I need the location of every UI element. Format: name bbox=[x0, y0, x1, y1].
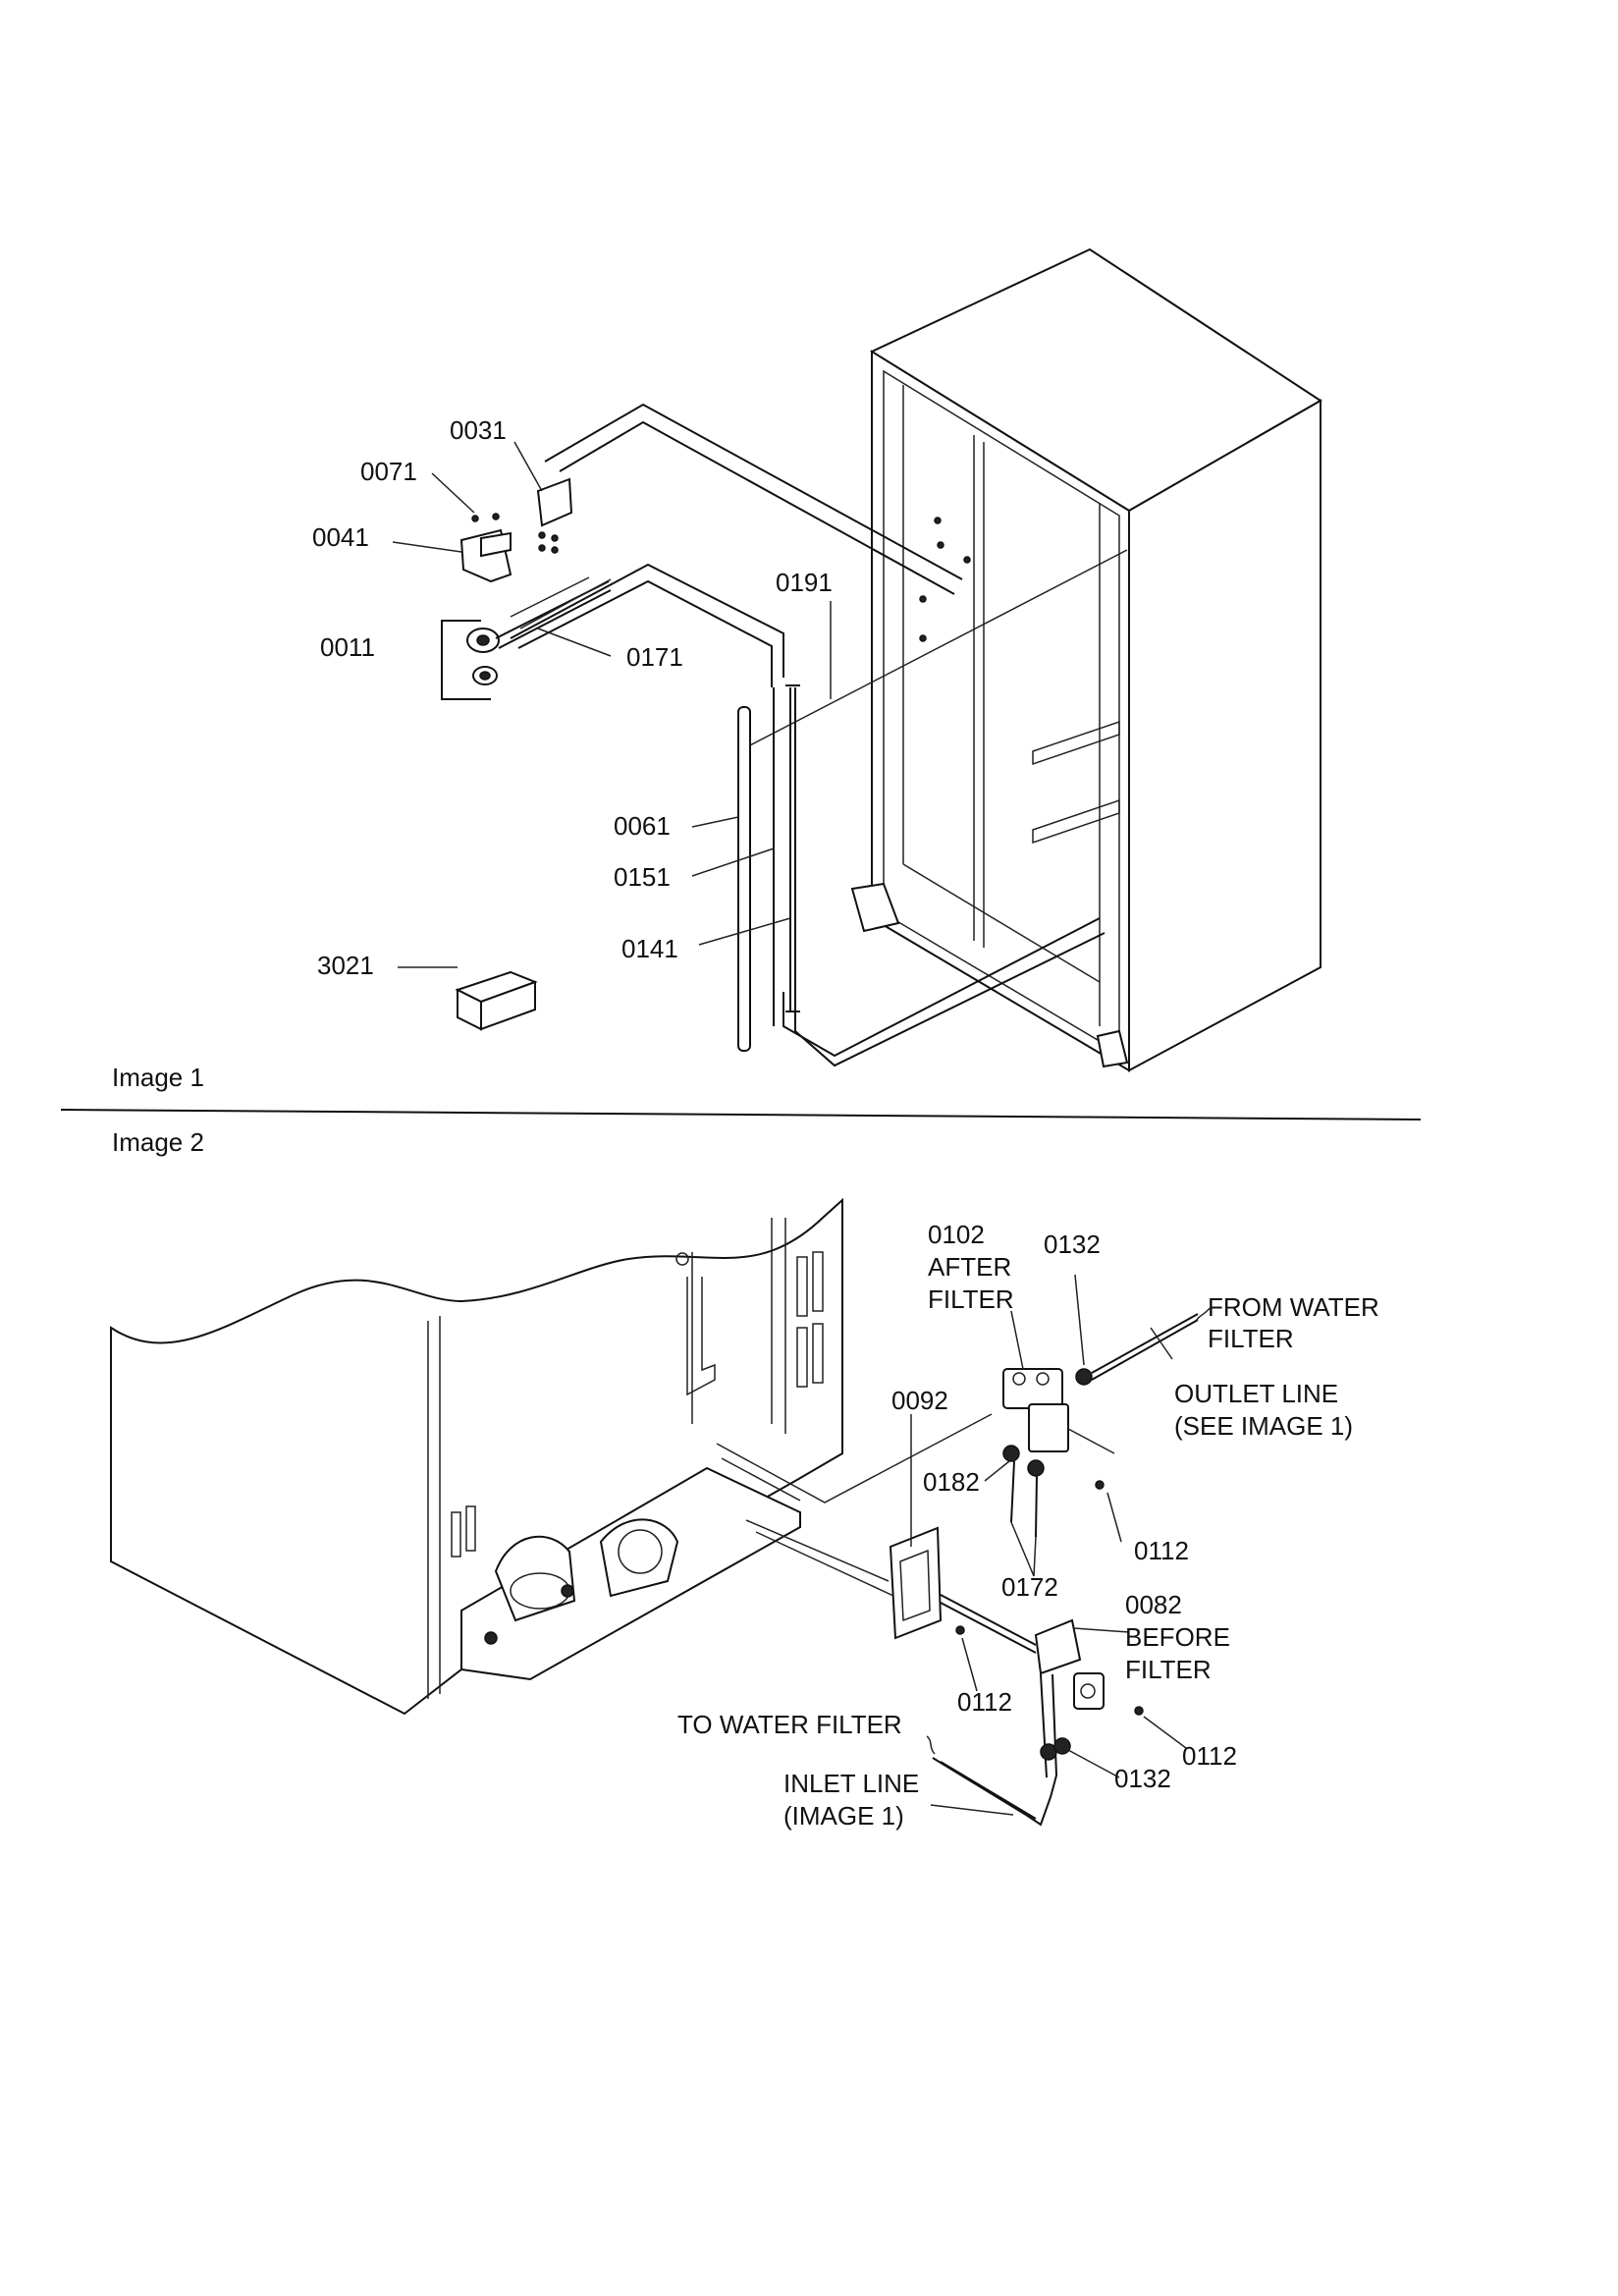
callout-0011: 0011 bbox=[320, 632, 375, 662]
refrigerator-cabinet bbox=[850, 247, 1322, 1072]
callout-filter-from: FILTER bbox=[1208, 1324, 1294, 1353]
part-3021-box bbox=[455, 970, 538, 1031]
callout-outlet-line: OUTLET LINE bbox=[1174, 1379, 1338, 1408]
image1-leader-lines bbox=[392, 441, 832, 968]
image1-caption: Image 1 bbox=[112, 1063, 204, 1092]
image1-callouts: 0031 0071 0041 0011 0171 0191 0061 0151 … bbox=[312, 415, 833, 980]
dispenser-valve-assembly bbox=[441, 477, 612, 700]
callout-see-image1: (SEE IMAGE 1) bbox=[1174, 1411, 1353, 1441]
callout-filter-after: FILTER bbox=[928, 1285, 1014, 1314]
callout-0151: 0151 bbox=[614, 862, 671, 892]
callout-image1-ref: (IMAGE 1) bbox=[783, 1801, 904, 1831]
valve-0082-before-filter bbox=[932, 1594, 1144, 1827]
callout-0171: 0171 bbox=[626, 642, 683, 672]
callout-0112-right: 0112 bbox=[1182, 1741, 1237, 1771]
callout-0031: 0031 bbox=[450, 415, 507, 445]
valve-0102-after-filter bbox=[1002, 1313, 1199, 1538]
callout-before: BEFORE bbox=[1125, 1622, 1230, 1652]
bracket-0092 bbox=[889, 1526, 943, 1640]
callout-to-water-filter: TO WATER FILTER bbox=[677, 1710, 902, 1739]
dispenser-tubes bbox=[737, 684, 800, 1052]
callout-0141: 0141 bbox=[621, 934, 678, 963]
callout-0071: 0071 bbox=[360, 457, 417, 486]
callout-0132-upper: 0132 bbox=[1044, 1230, 1101, 1259]
cabinet-rear-lower bbox=[110, 1197, 993, 1716]
callout-0112-upper: 0112 bbox=[1134, 1536, 1189, 1565]
callout-0191: 0191 bbox=[776, 568, 833, 597]
callout-after: AFTER bbox=[928, 1252, 1011, 1282]
callout-0082: 0082 bbox=[1125, 1590, 1182, 1619]
callout-0132-lower: 0132 bbox=[1114, 1764, 1171, 1793]
section-divider bbox=[60, 1109, 1422, 1121]
callout-from-water: FROM WATER bbox=[1208, 1292, 1379, 1322]
callout-0102: 0102 bbox=[928, 1220, 985, 1249]
callout-3021: 3021 bbox=[317, 951, 374, 980]
water-tube-routes bbox=[510, 403, 1128, 1067]
callout-inlet-line: INLET LINE bbox=[783, 1769, 919, 1798]
callout-0112-left: 0112 bbox=[957, 1687, 1012, 1717]
callout-0041: 0041 bbox=[312, 522, 369, 552]
callout-0172: 0172 bbox=[1001, 1572, 1058, 1602]
image2-caption: Image 2 bbox=[112, 1127, 204, 1157]
image2-drawing: Image 2 bbox=[110, 1127, 1379, 1831]
callout-0182: 0182 bbox=[923, 1467, 980, 1497]
image2-leader-lines bbox=[910, 1274, 1211, 1816]
image1-drawing: 0031 0071 0041 0011 0171 0191 0061 0151 … bbox=[112, 247, 1322, 1092]
callout-0061: 0061 bbox=[614, 811, 671, 841]
callout-0092: 0092 bbox=[891, 1386, 948, 1415]
image2-callouts: 0102 AFTER FILTER 0132 FROM WATER FILTER… bbox=[677, 1220, 1379, 1831]
callout-filter-before: FILTER bbox=[1125, 1655, 1212, 1684]
